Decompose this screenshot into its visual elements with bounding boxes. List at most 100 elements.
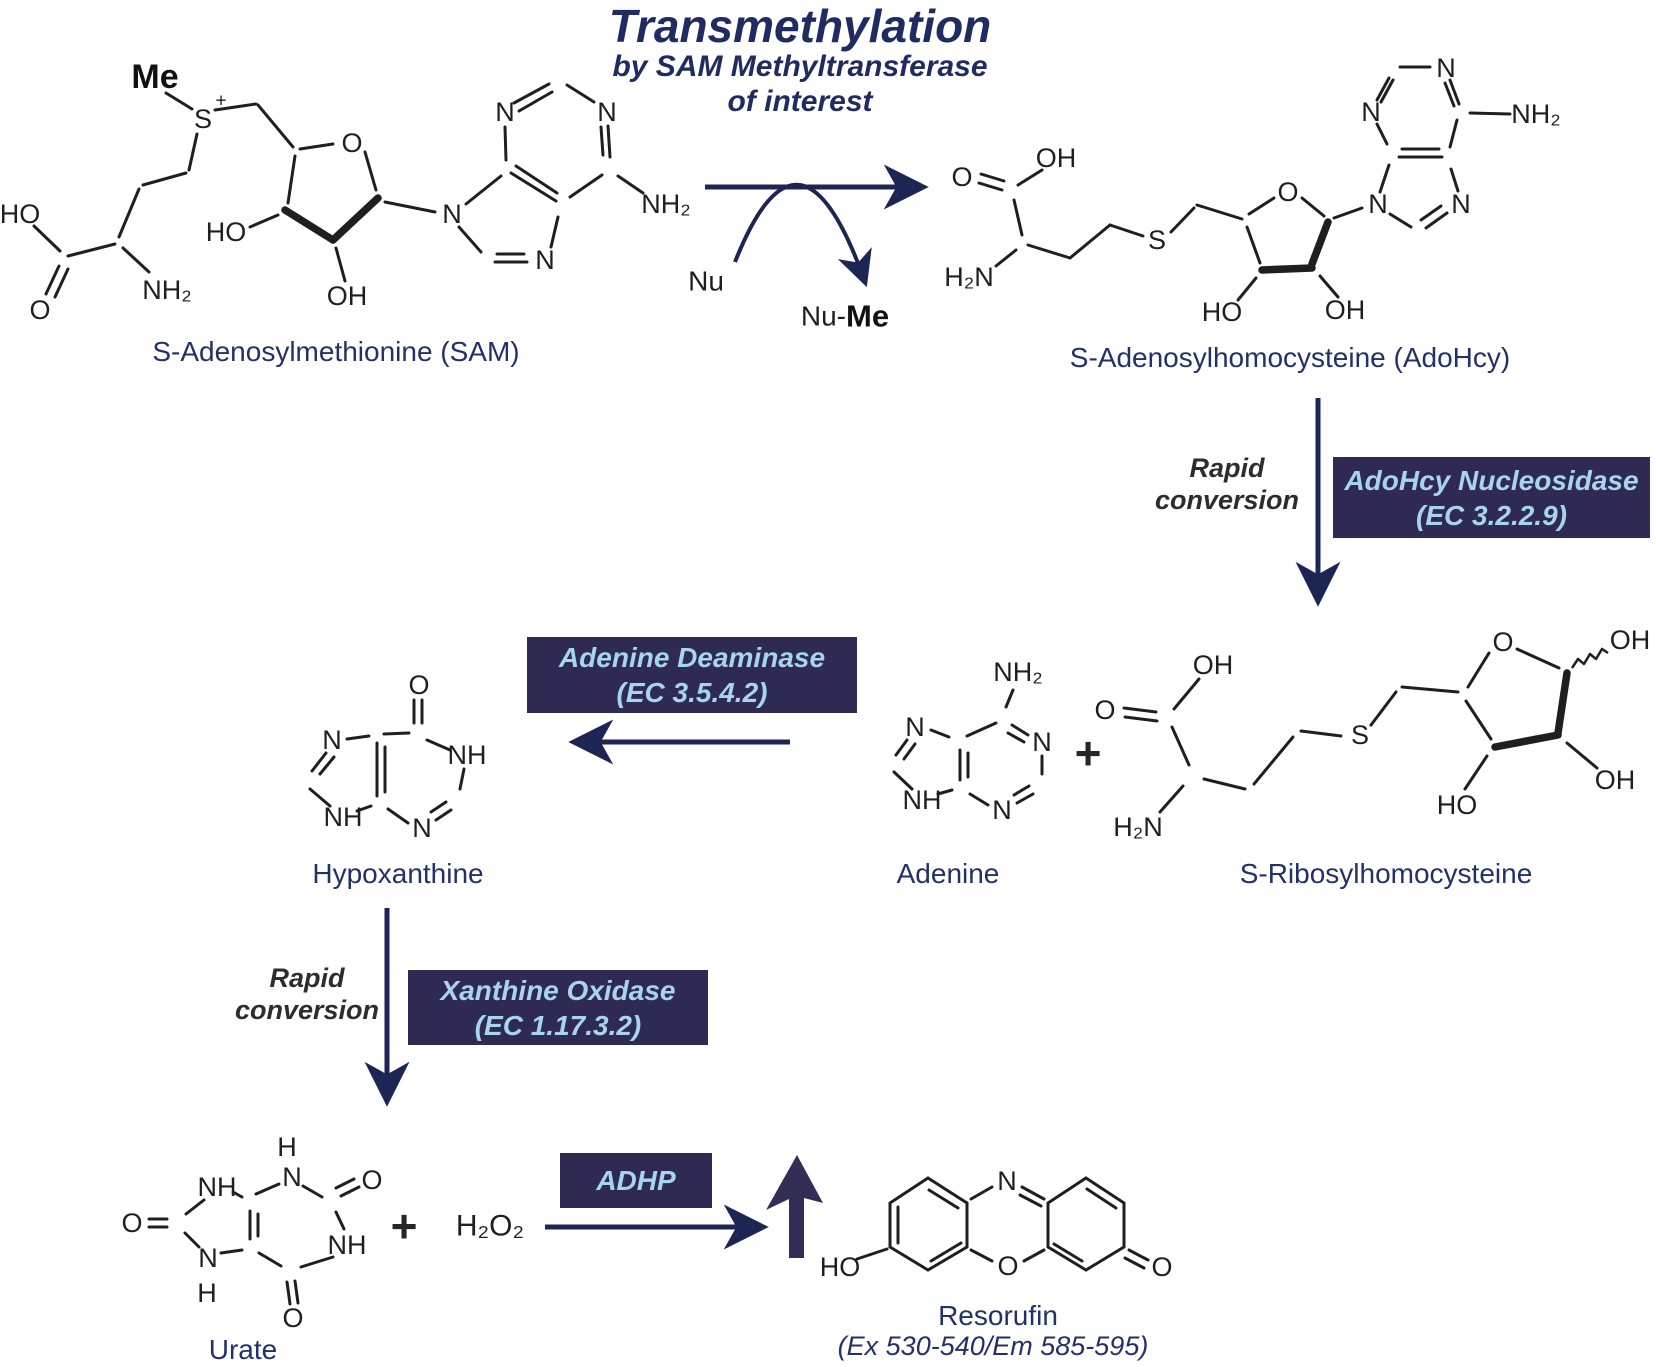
enzyme-ec-number: (EC 3.5.4.2) (616, 677, 768, 708)
atom-n: N (1032, 727, 1052, 757)
atom-nh2: NH₂ (1511, 99, 1560, 129)
atom-oh: OH (1193, 650, 1234, 680)
signal-increase-up-arrow (766, 1155, 823, 1258)
adohcy-structure: O OH H₂N S O HO OH N N N N NH₂ (944, 53, 1560, 327)
s-ribosylhomocysteine-label: S-Ribosylhomocysteine (1239, 858, 1533, 889)
rapid-conversion-annotation-1: Rapid conversion (1097, 452, 1357, 517)
atom-ho: HO (0, 199, 40, 229)
xanthine-oxidase-badge: Xanthine Oxidase (EC 1.17.3.2) (408, 970, 708, 1045)
plus-sign: + (391, 1200, 418, 1252)
atom-o: O (361, 1165, 382, 1195)
urate-label: Urate (208, 1334, 278, 1365)
adhp-badge: ADHP (560, 1153, 712, 1208)
atom-n: N (198, 1243, 218, 1273)
enzyme-ec-number: (EC 1.17.3.2) (474, 1009, 642, 1041)
enzyme-ec-number: (EC 3.2.2.9) (1416, 499, 1567, 531)
atom-o: O (408, 670, 429, 700)
atom-n: N (1361, 97, 1381, 127)
adenine-label: Adenine (896, 858, 1000, 889)
atom-h2n: H₂N (1113, 812, 1162, 842)
adohcy-nucleosidase-badge: AdoHcy Nucleosidase (EC 3.2.2.9) (1333, 457, 1650, 538)
enzyme-name: AdoHcy Nucleosidase (1344, 464, 1639, 496)
atom-s: S (194, 104, 212, 134)
atom-nh2: NH₂ (993, 657, 1042, 687)
title-subtitle-2: of interest (727, 84, 873, 118)
nu-label: Nu (688, 266, 724, 297)
sam-structure: Me S + HO O NH₂ HO OH O N N N N NH₂ (0, 58, 691, 325)
atom-oh: OH (1325, 295, 1366, 325)
atom-o: O (29, 295, 50, 325)
atom-ho: HO (1437, 790, 1478, 820)
atom-h: H (277, 1132, 297, 1162)
h2o2-label: H₂O₂ (456, 1210, 524, 1243)
atom-n: N (1368, 189, 1388, 219)
atom-nh: NH (448, 740, 487, 770)
s-ribosylhomocysteine-structure: OH O H₂N S O OH OH HO (1094, 625, 1650, 842)
atom-oh: OH (1036, 143, 1077, 173)
hypoxanthine-structure: O NH N N NH (308, 670, 487, 843)
atom-nh2: NH₂ (641, 189, 690, 219)
rapid-line1: Rapid (269, 963, 345, 993)
rapid-line2: conversion (234, 995, 380, 1026)
resorufin-structure: N O O HO (820, 1166, 1173, 1282)
atom-n: N (535, 245, 555, 275)
atom-o: O (121, 1208, 142, 1238)
nu-me-label: Me (846, 299, 889, 334)
enzyme-name: Xanthine Oxidase (440, 974, 676, 1006)
atom-o: O (1094, 695, 1115, 725)
atom-nh: NH (324, 802, 363, 832)
atom-n: N (1451, 189, 1471, 219)
atom-s: S (1351, 720, 1369, 750)
nu-me-prefix-label: Nu- (801, 301, 846, 332)
plus-sign: + (1075, 727, 1102, 779)
atom-oh: OH (1610, 625, 1651, 655)
sam-label: S-Adenosylmethionine (SAM) (152, 336, 520, 367)
atom-o: O (282, 1303, 303, 1333)
urate-structure: H N O NH O NH O N H (121, 1132, 382, 1333)
adohcy-label: S-Adenosylhomocysteine (AdoHcy) (1069, 342, 1511, 373)
atom-n: N (997, 1166, 1017, 1196)
atom-n: N (322, 725, 342, 755)
atom-n: N (1436, 53, 1456, 83)
rapid-conversion-annotation-2: Rapid conversion (177, 962, 437, 1027)
atom-n: N (495, 97, 515, 127)
atom-o: O (1277, 177, 1298, 207)
nu-to-nume-arc-arrow (733, 182, 872, 288)
atom-o: O (997, 1251, 1018, 1281)
atom-h: H (197, 1278, 217, 1308)
atom-nh: NH (903, 785, 942, 815)
methyl-transfer-reaction: Nu Nu- Me (688, 164, 929, 334)
atom-o: O (341, 128, 362, 158)
atom-n: N (597, 97, 617, 127)
atom-charge-plus: + (215, 91, 226, 112)
atom-o: O (1492, 627, 1513, 657)
atom-nh: NH (198, 1172, 237, 1202)
atom-h2n: H₂N (944, 262, 993, 292)
atom-oh: OH (1595, 765, 1636, 795)
adenine-deaminase-badge: Adenine Deaminase (EC 3.5.4.2) (527, 637, 857, 713)
atom-n: N (282, 1162, 302, 1192)
atom-n: N (412, 813, 432, 843)
resorufin-ex-em-label: (Ex 530-540/Em 585-595) (837, 1331, 1149, 1361)
atom-ho: HO (820, 1252, 861, 1282)
enzyme-name: Adenine Deaminase (558, 642, 826, 673)
atom-n: N (442, 199, 462, 229)
resorufin-label: Resorufin (938, 1300, 1058, 1331)
title-main: Transmethylation (608, 0, 992, 52)
adenine-structure: NH₂ N N N NH (892, 657, 1052, 825)
diagram-title: Transmethylation by SAM Methyltransferas… (450, 2, 1150, 119)
atom-ho: HO (1202, 297, 1243, 327)
atom-o: O (951, 162, 972, 192)
rapid-line1: Rapid (1189, 453, 1265, 483)
atom-s: S (1148, 225, 1166, 255)
hypoxanthine-label: Hypoxanthine (312, 858, 484, 889)
atom-me: Me (131, 58, 178, 96)
atom-n: N (992, 795, 1012, 825)
atom-nh: NH (328, 1230, 367, 1260)
rapid-line2: conversion (1154, 485, 1300, 516)
atom-nh2: NH₂ (142, 275, 191, 305)
enzyme-name: ADHP (596, 1165, 676, 1196)
atom-o: O (1151, 1252, 1172, 1282)
